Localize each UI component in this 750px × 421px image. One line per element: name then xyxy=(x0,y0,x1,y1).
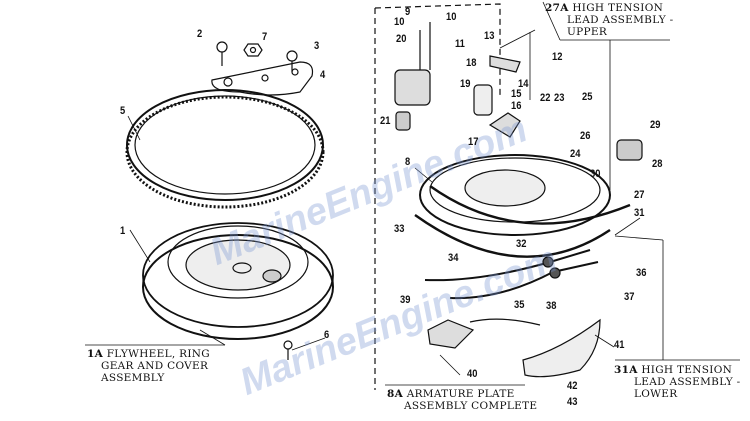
part-label-3: 3 xyxy=(314,40,320,52)
part-label-5: 5 xyxy=(120,105,126,117)
assembly-caption-31a: 31A HIGH TENSION LEAD ASSEMBLY - LOWER xyxy=(614,364,741,400)
part-label-10: 10 xyxy=(446,11,457,23)
ring-gear xyxy=(125,89,325,209)
part-label-7: 7 xyxy=(262,31,268,43)
part-label-2: 2 xyxy=(197,28,203,40)
part-label-34: 34 xyxy=(448,252,459,264)
plate xyxy=(211,61,314,96)
part-label-22: 22 xyxy=(540,92,551,104)
part-label-4: 4 xyxy=(320,69,326,81)
part-label-30: 30 xyxy=(590,168,601,180)
part-label-29: 29 xyxy=(650,119,661,131)
assembly-caption-1a: 1A FLYWHEEL, RING GEAR AND COVER ASSEMBL… xyxy=(87,348,210,384)
part-label-24: 24 xyxy=(570,148,581,160)
part-label-19: 19 xyxy=(460,78,471,90)
part-label-13: 13 xyxy=(484,30,495,42)
part-label-39: 39 xyxy=(400,294,411,306)
part-label-41: 41 xyxy=(614,339,625,351)
part-label-1: 1 xyxy=(120,225,126,237)
armature-plate xyxy=(419,154,611,236)
part-label-9: 9 xyxy=(405,6,411,18)
part-label-12: 12 xyxy=(552,51,563,63)
part-label-20: 20 xyxy=(396,33,407,45)
part-label-25: 25 xyxy=(582,91,593,103)
part-label-8: 8 xyxy=(405,156,411,168)
part-label-27: 27 xyxy=(634,189,645,201)
part-label-33: 33 xyxy=(394,223,405,235)
assembly-caption-27a: 27A HIGH TENSION LEAD ASSEMBLY - UPPER xyxy=(545,2,674,38)
part-label-16: 16 xyxy=(511,100,522,112)
part-label-11: 11 xyxy=(455,38,465,50)
part-label-31: 31 xyxy=(634,207,645,219)
part-label-28: 28 xyxy=(652,158,663,170)
part-label-14: 14 xyxy=(518,78,529,90)
part-label-21: 21 xyxy=(380,115,391,127)
part-label-23: 23 xyxy=(554,92,565,104)
part-label-18: 18 xyxy=(466,57,477,69)
assembly-caption-8a: 8A ARMATURE PLATE ASSEMBLY COMPLETE xyxy=(387,388,538,412)
part-label-26: 26 xyxy=(580,130,591,142)
part-label-38: 38 xyxy=(546,300,557,312)
part-label-15: 15 xyxy=(511,88,522,100)
lead-cover xyxy=(522,318,601,378)
part-label-10: 10 xyxy=(394,16,405,28)
flywheel xyxy=(142,222,334,340)
part-label-6: 6 xyxy=(324,329,330,341)
part-label-40: 40 xyxy=(467,368,478,380)
part-label-35: 35 xyxy=(514,299,525,311)
part-label-43: 43 xyxy=(567,396,578,408)
part-label-42: 42 xyxy=(567,380,578,392)
part-label-17: 17 xyxy=(468,136,479,148)
part-label-36: 36 xyxy=(636,267,647,279)
part-label-37: 37 xyxy=(624,291,635,303)
part-label-32: 32 xyxy=(516,238,527,250)
